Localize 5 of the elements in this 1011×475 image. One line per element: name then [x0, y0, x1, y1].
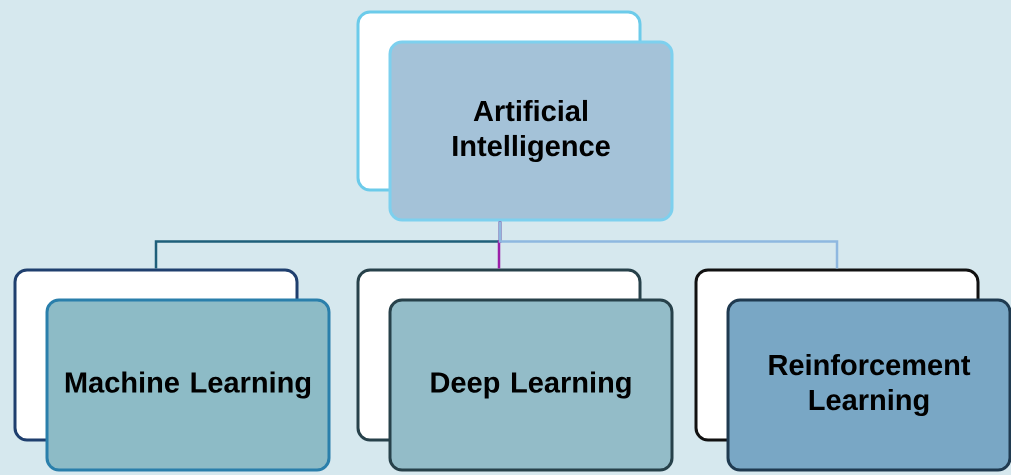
stacked-box: Machine Learning	[13, 268, 331, 472]
connector-line	[498, 221, 839, 269]
stacked-box: Artificial Intelligence	[356, 10, 674, 222]
stacked-box: Deep Learning	[356, 268, 674, 472]
stacked-box: Reinforcement Learning	[694, 268, 1011, 472]
